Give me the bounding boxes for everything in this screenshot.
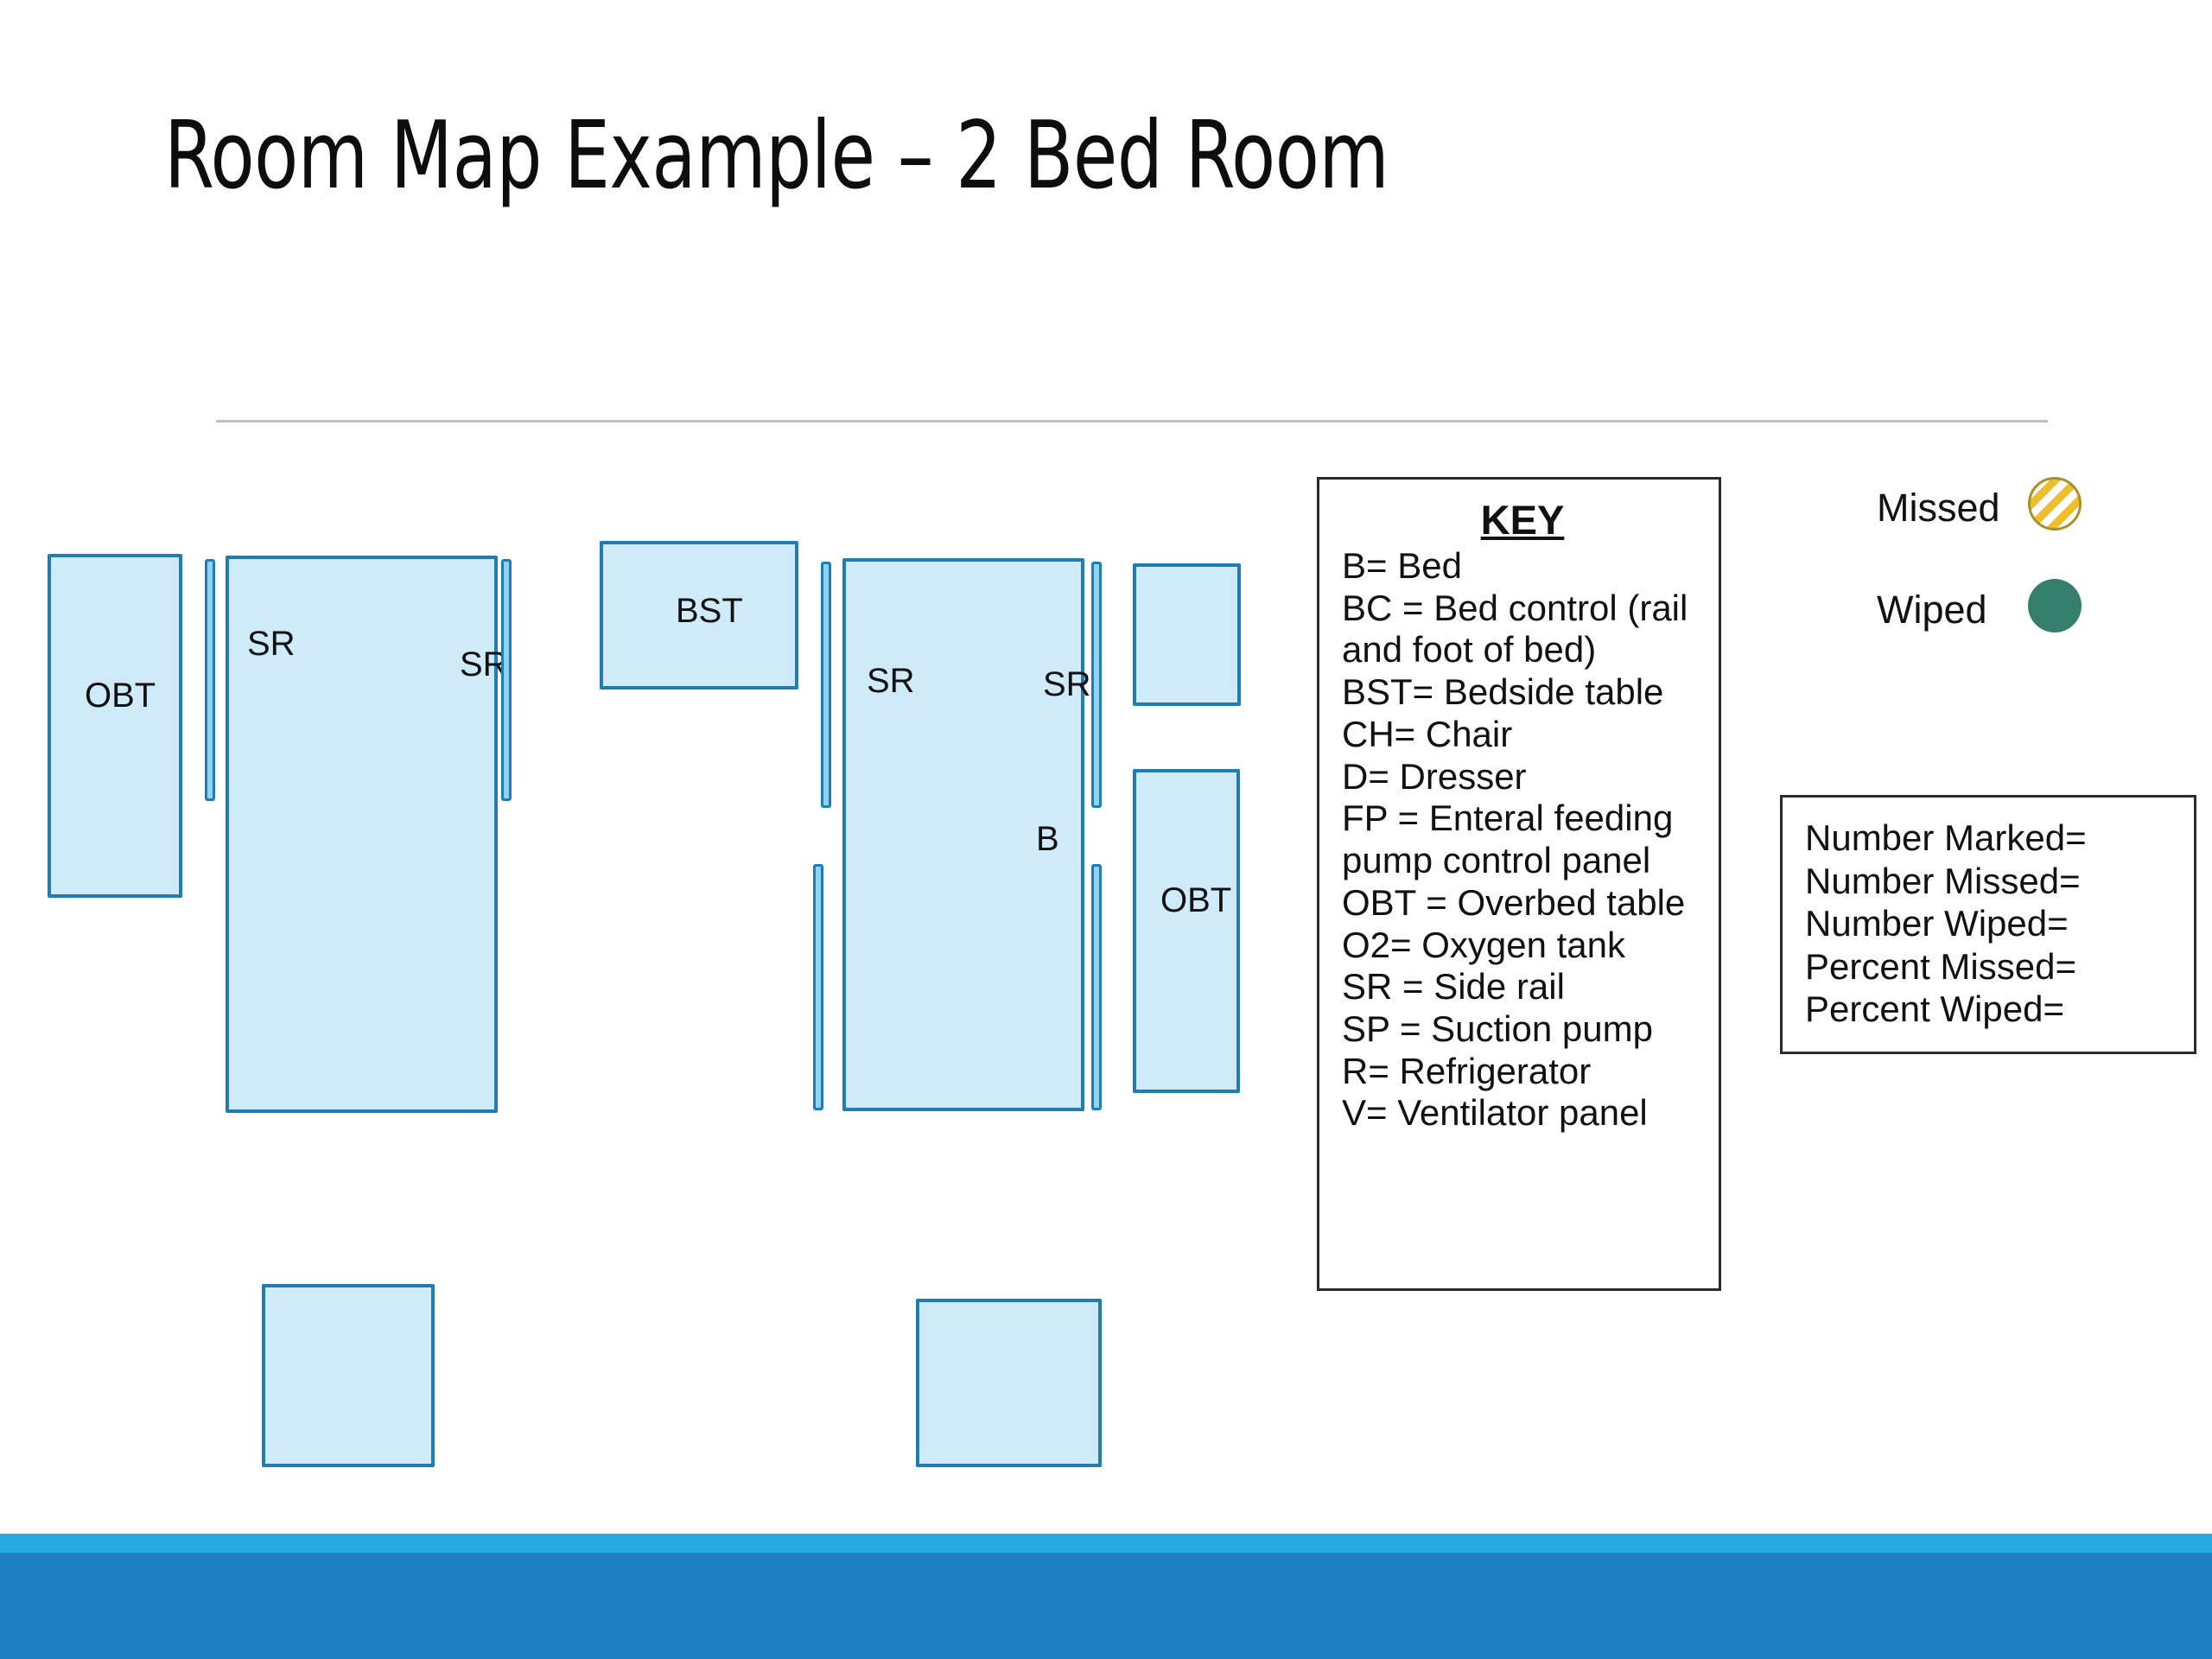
key-entry: OBT = Overbed table	[1342, 881, 1686, 923]
key-entry: O2= Oxygen tank	[1342, 924, 1626, 965]
side-rail-right-bed-near-upper[interactable]	[821, 562, 831, 808]
side-rail-right-bed-far-label: SR	[1043, 665, 1091, 703]
key-entry: BST= Bedside table	[1342, 671, 1664, 713]
key-entry: SR = Side rail	[1342, 966, 1565, 1007]
key-entry: FP = Enteral feeding pump control panel	[1342, 798, 1683, 881]
overbed-table-right[interactable]	[1133, 769, 1240, 1093]
legend-row-wiped: Wiped	[1877, 579, 2136, 681]
page-title: Room Map Example – 2 Bed Room	[164, 102, 1389, 210]
chair-right[interactable]	[916, 1299, 1102, 1467]
stats-line: Number Marked=	[1805, 817, 2087, 858]
overbed-table-left-label: OBT	[85, 677, 156, 715]
bedside-table-label: BST	[676, 592, 743, 630]
overbed-table-right-label: OBT	[1160, 881, 1232, 919]
bed-right-label: B	[1036, 820, 1059, 858]
side-rail-right-bed-near-lower[interactable]	[813, 864, 823, 1110]
wiped-swatch-icon	[2028, 579, 2082, 632]
equipment-box-upper-right[interactable]	[1133, 563, 1241, 706]
side-rail-right-bed-far-lower[interactable]	[1091, 864, 1102, 1110]
status-legend: Missed Wiped	[1877, 477, 2136, 681]
footer-bar	[0, 1553, 2212, 1659]
key-entry: B= Bed	[1342, 545, 1462, 587]
key-entry: CH= Chair	[1342, 713, 1513, 754]
stats-line: Percent Missed=	[1805, 945, 2076, 987]
tally-box: Number Marked= Number Missed= Number Wip…	[1780, 795, 2196, 1054]
side-rail-left-bed-far-label: SR	[460, 645, 508, 683]
stats-line: Number Wiped=	[1805, 903, 2069, 944]
legend-row-missed: Missed	[1877, 477, 2136, 579]
bedside-table[interactable]	[600, 541, 798, 690]
overbed-table-left[interactable]	[48, 554, 182, 898]
missed-swatch-icon	[2028, 477, 2082, 531]
header-divider	[216, 420, 2048, 423]
key-entry: D= Dresser	[1342, 755, 1527, 797]
footer-accent-bar	[0, 1534, 2212, 1553]
stats-line: Number Missed=	[1805, 860, 2081, 901]
key-entry: SP = Suction pump	[1342, 1007, 1653, 1049]
side-rail-left-bed-far[interactable]	[501, 559, 512, 801]
legend-label-wiped: Wiped	[1877, 588, 1987, 632]
bed-right[interactable]	[842, 558, 1084, 1111]
key-entry: R= Refrigerator	[1342, 1050, 1592, 1091]
side-rail-right-bed-near-label: SR	[867, 662, 915, 700]
bed-left[interactable]	[226, 556, 498, 1113]
key-entry: BC = Bed control (rail and foot of bed)	[1342, 587, 1699, 671]
side-rail-right-bed-far-upper[interactable]	[1091, 562, 1102, 808]
side-rail-left-bed-near[interactable]	[205, 559, 215, 801]
key-title: KEY	[1480, 497, 1565, 543]
stats-line: Percent Wiped=	[1805, 988, 2064, 1030]
key-entry: V= Ventilator panel	[1342, 1092, 1648, 1134]
chair-left[interactable]	[262, 1284, 435, 1467]
side-rail-left-bed-near-label: SR	[247, 625, 296, 663]
key-legend-box: KEY B= Bed BC = Bed control (rail and fo…	[1317, 477, 1721, 1291]
legend-label-missed: Missed	[1877, 486, 2000, 530]
